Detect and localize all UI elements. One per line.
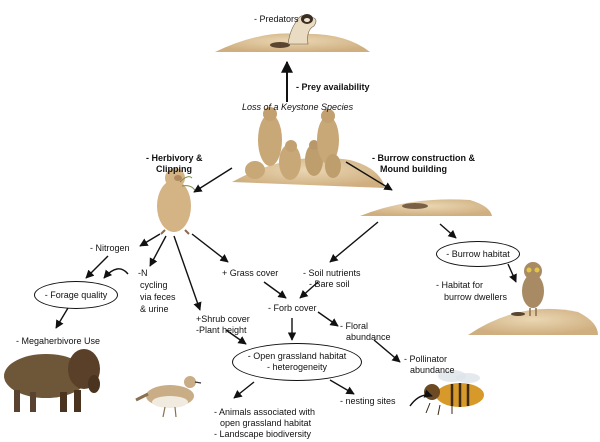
arrows — [55, 60, 517, 407]
animals-line1: - Animals associated with — [214, 407, 316, 417]
pollinator-line2: abundance — [410, 365, 455, 375]
landscape-biodiversity-label: - Landscape biodiversity — [214, 429, 312, 439]
burrow-habitat-node: - Burrow habitat — [436, 241, 520, 267]
soil-nutrients-label: - Soil nutrients — [303, 268, 361, 278]
prey-availability-label: - Prey availability — [296, 82, 370, 92]
herbivory-label-line2: Clipping — [156, 164, 192, 174]
burrow-mound — [360, 199, 492, 216]
arrow-burrow-habitat-to-dwellers — [507, 263, 517, 283]
n-cycling-line3: via feces — [140, 292, 176, 302]
floral-abundance-line2: abundance — [346, 332, 391, 342]
arrow-soil-to-forb — [299, 281, 319, 299]
plover-bird — [135, 376, 202, 418]
diagram-title: Loss of a Keystone Species — [242, 102, 354, 112]
arrow-forb-to-floral — [317, 311, 339, 327]
arrow-forage-to-megaherbivore — [55, 307, 69, 329]
forage-quality-node: - Forage quality — [34, 281, 118, 309]
ferret-on-mound — [215, 14, 370, 52]
open-grassland-line2: - heterogeneity — [266, 362, 328, 372]
open-grassland-node: - Open grassland habitat - heterogeneity — [232, 343, 362, 381]
arrow-floral-to-pollinator — [373, 339, 401, 363]
arrow-to-grass-cover — [191, 233, 229, 263]
burrowing-owl — [468, 262, 598, 335]
floral-abundance-line1: - Floral — [340, 321, 369, 331]
shrub-cover-line1: +Shrub cover — [196, 314, 250, 324]
megaherbivore-use-label: - Megaherbivore Use — [16, 336, 101, 346]
arrow-open-grassland-to-nesting — [329, 379, 355, 395]
arrow-to-burrow-construction — [345, 161, 393, 191]
n-cycling-line2: cycling — [140, 280, 168, 290]
burrow-habitat-label: - Burrow habitat — [446, 248, 510, 259]
bare-soil-label: - Bare soil — [309, 279, 350, 289]
n-cycling-line1: -N — [138, 268, 148, 278]
arrow-shrub-to-open-grassland — [225, 329, 247, 345]
bison — [4, 349, 100, 412]
arrow-to-shrub-cover — [173, 235, 202, 311]
pollinator-line1: - Pollinator — [404, 354, 448, 364]
shrub-cover-line2: -Plant height — [196, 325, 247, 335]
prairie-dog-colony — [232, 107, 385, 188]
arrow-mound-to-burrow-habitat — [439, 223, 457, 239]
arrow-mound-to-soil — [329, 221, 379, 263]
burrow-construction-label-line1: - Burrow construction & — [372, 153, 475, 163]
nitrogen-label: - Nitrogen — [90, 243, 130, 253]
arrow-nesting-to-bee — [409, 389, 433, 407]
burrow-dwellers-line2: burrow dwellers — [444, 292, 508, 302]
forb-cover-label: - Forb cover — [268, 303, 317, 313]
arrow-n-cycling-to-forage — [103, 268, 129, 279]
forage-quality-label: - Forage quality — [44, 289, 108, 300]
grass-cover-label: + Grass cover — [222, 268, 279, 278]
burrow-dwellers-line1: - Habitat for — [436, 280, 484, 290]
honeybee — [424, 370, 484, 416]
arrow-open-grassland-to-animals — [233, 381, 255, 399]
nesting-sites-label: - nesting sites — [340, 396, 396, 406]
predators-label: - Predators — [254, 14, 299, 24]
arrow-nitrogen-to-forage — [85, 255, 109, 279]
n-cycling-line4: & urine — [140, 304, 169, 314]
arrow-to-nitrogen — [139, 233, 161, 247]
standing-prairie-dog — [157, 168, 197, 235]
arrow-to-n-cycling — [149, 235, 167, 267]
open-grassland-line1: - Open grassland habitat — [247, 351, 347, 361]
animals-line2: open grassland habitat — [220, 418, 312, 428]
burrow-construction-label-line2: Mound building — [380, 164, 447, 174]
arrow-to-herbivory — [193, 167, 233, 193]
arrow-grass-to-forb — [263, 281, 287, 299]
herbivory-label-line1: - Herbivory & — [146, 153, 203, 163]
